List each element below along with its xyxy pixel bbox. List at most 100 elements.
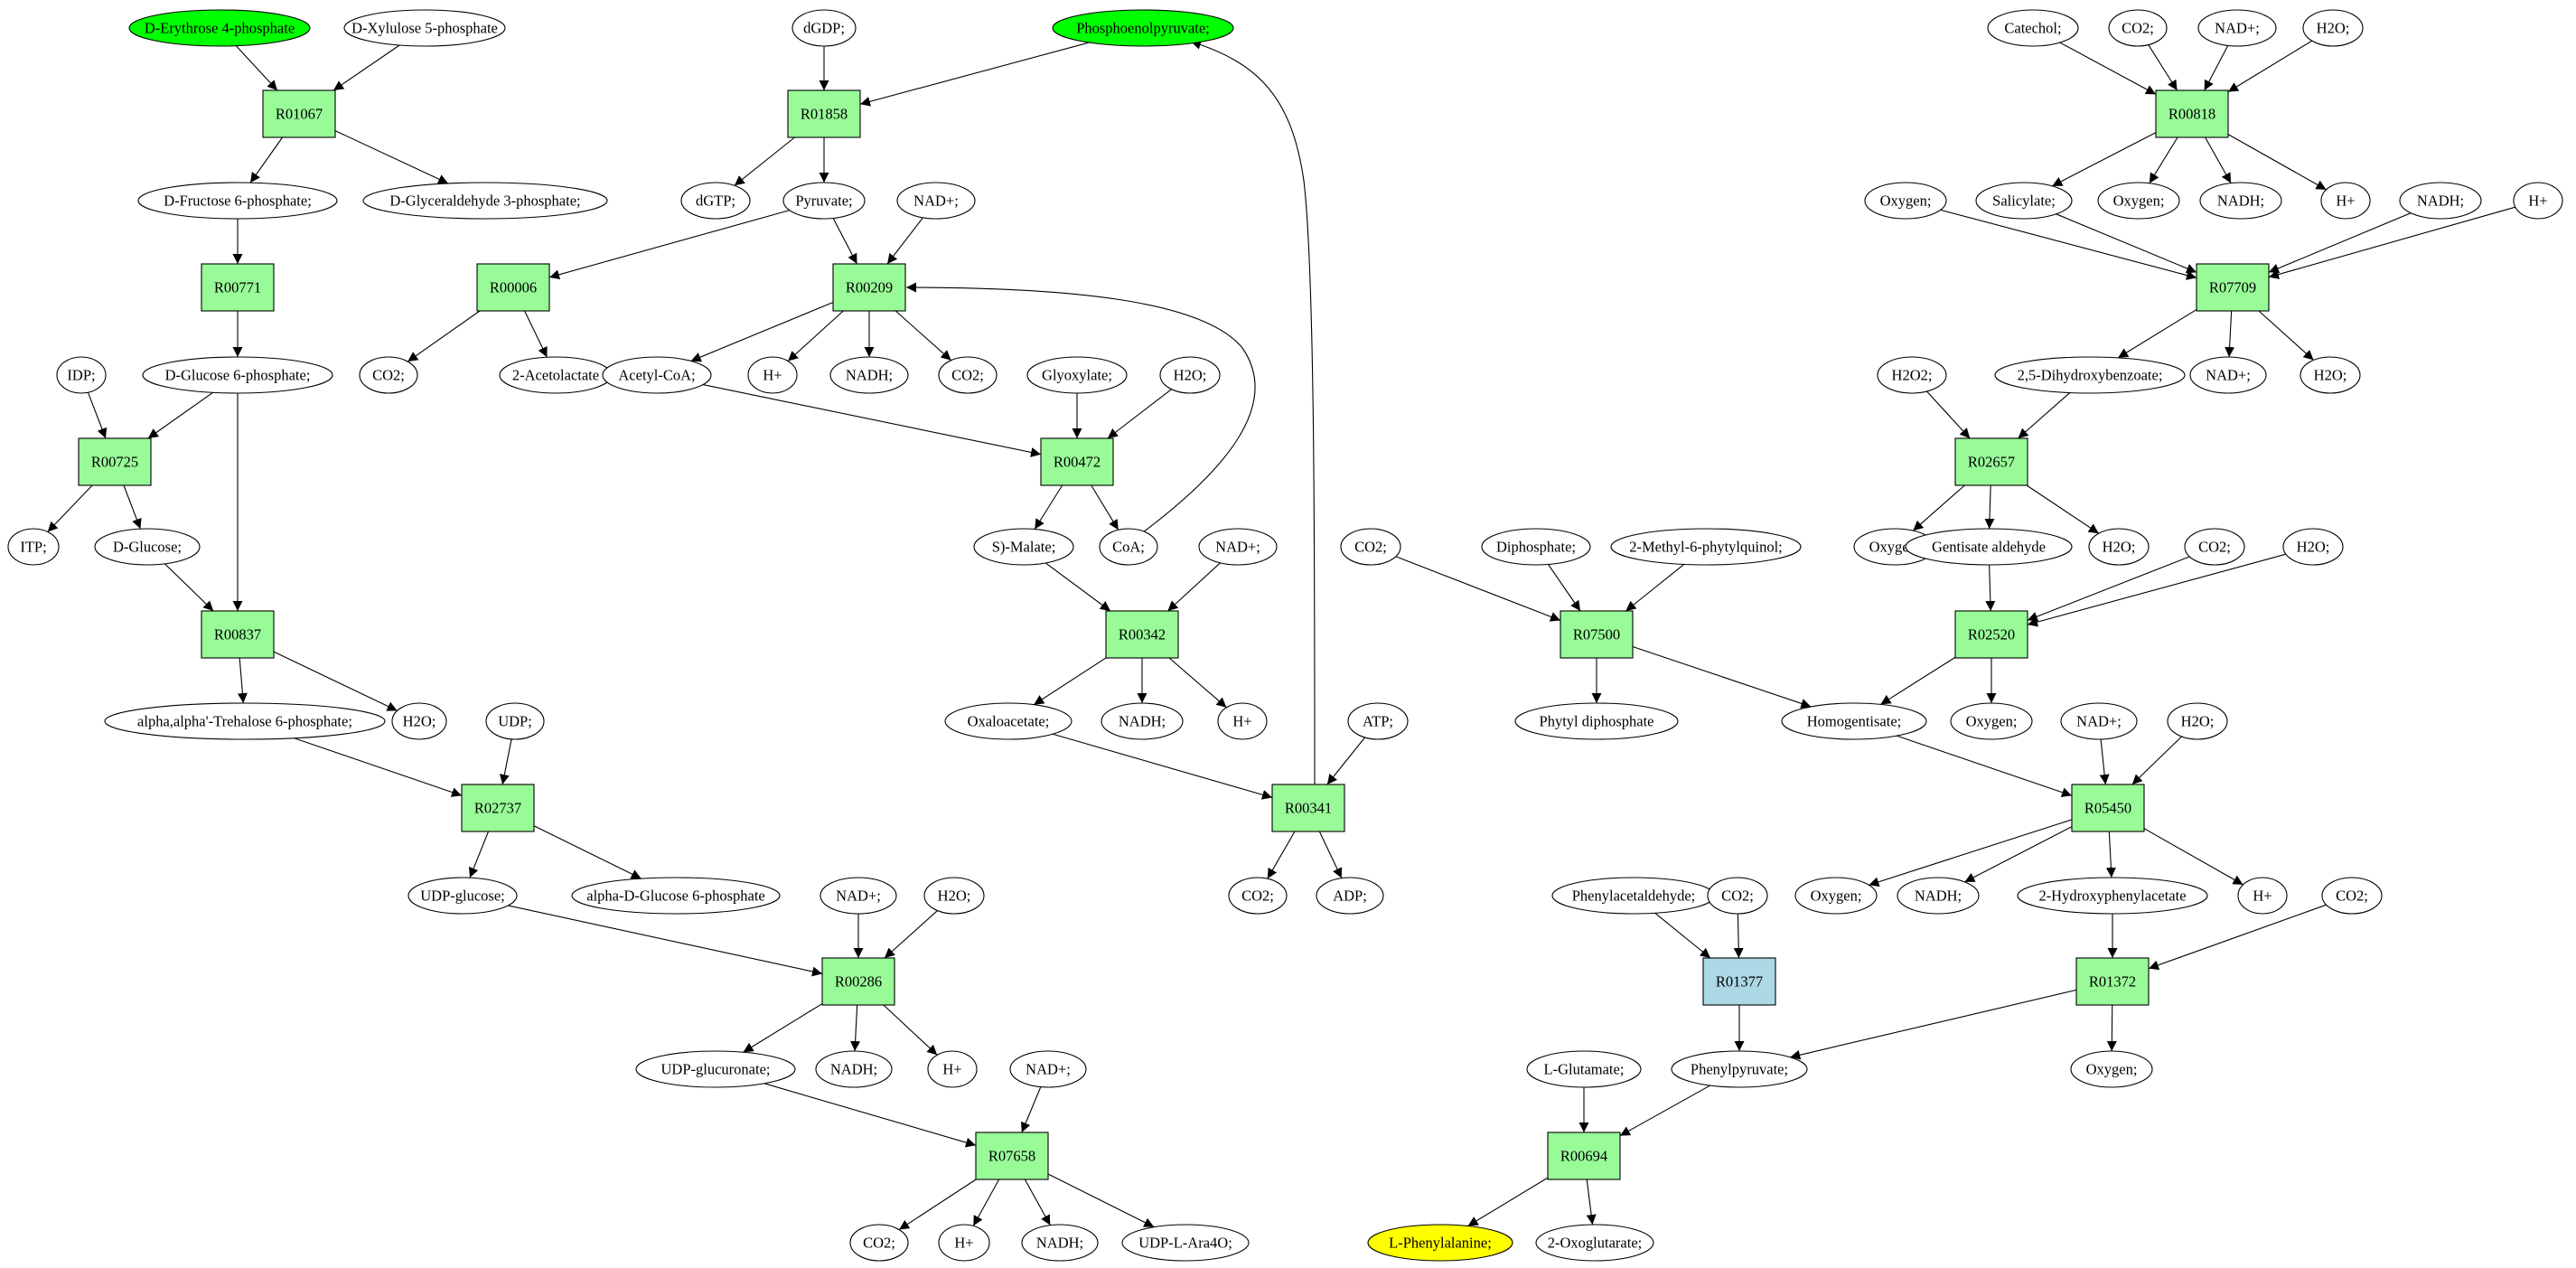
edge-m58-r16 — [2018, 392, 2071, 439]
metabolite-label: Acetyl-CoA; — [618, 367, 695, 384]
edge-m66-r18 — [1395, 556, 1561, 622]
metabolite-node: Oxygen; — [1864, 182, 1947, 220]
metabolite-label: H+ — [1232, 713, 1251, 730]
reaction-box — [787, 89, 861, 138]
edge-m31-r11 — [702, 383, 1042, 457]
metabolite-label: dGDP; — [803, 20, 845, 37]
metabolite-label: Phenylpyruvate; — [1691, 1061, 1788, 1078]
reaction-box — [1702, 957, 1776, 1006]
metabolite-node: H2O; — [1159, 356, 1221, 394]
metabolite-node: NAD+; — [2189, 356, 2267, 394]
edge-r20-m81 — [1790, 989, 2077, 1060]
metabolite-label: IDP; — [67, 367, 95, 384]
edge-m5-r3 — [147, 391, 213, 439]
metabolite-node: Oxygen; — [1950, 702, 2033, 740]
edge-r4-m9 — [237, 657, 248, 704]
edge-m78-r20 — [2148, 904, 2327, 971]
reaction-label: R05450 — [2084, 800, 2131, 817]
metabolite-label: Oxygen; — [2086, 1061, 2138, 1078]
reaction-node: R00725 — [78, 437, 152, 486]
metabolite-label: Phenylacetaldehyde; — [1572, 888, 1696, 905]
edge-m56-r15 — [2268, 206, 2515, 279]
metabolite-node: ITP; — [7, 528, 60, 566]
reaction-node: R01067 — [262, 89, 336, 138]
reaction-box — [201, 610, 275, 659]
reaction-node: R00472 — [1040, 437, 1114, 486]
metabolite-ellipse — [1671, 1050, 1808, 1088]
metabolite-label: H2O; — [2181, 713, 2215, 730]
metabolite-ellipse — [2320, 182, 2371, 220]
reaction-box — [1040, 437, 1114, 486]
metabolite-label: dGTP; — [696, 193, 735, 210]
metabolite-label: Oxygen; — [1966, 713, 2018, 730]
edge-r16-m61 — [1912, 484, 1965, 531]
reaction-node: R00837 — [201, 610, 275, 659]
reaction-node: R00771 — [201, 263, 275, 312]
metabolite-node: NADH; — [2199, 182, 2282, 220]
edge-m46-r14 — [2059, 42, 2157, 95]
reaction-box — [2075, 957, 2150, 1006]
edge-m16-r7 — [763, 1083, 977, 1148]
metabolite-node: H+ — [2320, 182, 2371, 220]
metabolite-label: CO2; — [2336, 888, 2368, 905]
edge-m15-r6 — [884, 910, 938, 959]
metabolite-ellipse — [2399, 182, 2482, 220]
metabolite-label: L-Glutamate; — [1544, 1061, 1625, 1078]
reaction-label: R00837 — [214, 626, 261, 643]
metabolite-node: 2-Hydroxyphenylacetate — [2017, 877, 2208, 915]
metabolite-node: alpha-D-Glucose 6-phosphate — [571, 877, 781, 915]
edge-m81-r22 — [1619, 1085, 1710, 1137]
edge-m79-r21 — [1654, 912, 1711, 959]
metabolite-label: H+ — [2253, 888, 2272, 905]
metabolite-node: Homogentisate; — [1781, 702, 1927, 740]
edge-r9-m29 — [407, 310, 481, 362]
metabolite-label: ITP; — [20, 539, 46, 556]
metabolite-ellipse — [2282, 528, 2344, 566]
metabolite-label: H2O; — [938, 888, 971, 905]
metabolite-label: H+ — [942, 1061, 961, 1078]
edge-m65-r17 — [2027, 553, 2287, 627]
reaction-node: R00006 — [476, 263, 550, 312]
metabolite-label: Glyoxylate; — [1042, 367, 1112, 384]
metabolite-node: UDP; — [485, 702, 545, 740]
edge-r13-m44 — [1267, 831, 1296, 879]
reaction-box — [476, 263, 550, 312]
metabolite-label: UDP; — [498, 713, 532, 730]
metabolite-node: ADP; — [1316, 877, 1384, 915]
reaction-label: R02737 — [474, 800, 521, 817]
metabolite-ellipse — [927, 1050, 978, 1088]
metabolite-node: H+ — [747, 356, 798, 394]
metabolite-ellipse — [571, 877, 781, 915]
metabolite-ellipse — [1121, 1224, 1250, 1262]
metabolite-label: 2,5-Dihydroxybenzoate; — [2018, 367, 2163, 384]
metabolite-ellipse — [896, 182, 976, 220]
edge-r13-m25 — [1190, 40, 1316, 785]
metabolite-label: Pyruvate; — [795, 193, 852, 210]
metabolite-label: NAD+; — [1026, 1061, 1071, 1078]
metabolite-ellipse — [343, 9, 506, 47]
metabolite-ellipse — [1994, 356, 2186, 394]
reaction-node: R01372 — [2075, 957, 2150, 1006]
metabolite-node: CO2; — [359, 356, 418, 394]
edge-r16-m62 — [1984, 484, 1995, 530]
edge-r1-m4 — [334, 130, 449, 184]
reaction-box — [821, 957, 895, 1006]
metabolite-ellipse — [2189, 356, 2267, 394]
edge-m36-r11 — [1107, 389, 1172, 439]
metabolite-ellipse — [2237, 877, 2288, 915]
metabolite-label: Gentisate aldehyde — [1932, 539, 2046, 556]
metabolite-node: NAD+; — [896, 182, 976, 220]
metabolite-label: Oxygen; — [1880, 193, 1932, 210]
metabolite-label: 2-Hydroxyphenylacetate — [2038, 888, 2186, 905]
edge-r6-m17 — [850, 1004, 861, 1052]
metabolite-node: CO2; — [849, 1224, 909, 1262]
metabolite-ellipse — [1026, 356, 1128, 394]
metabolite-label: D-Xylulose 5-phosphate — [351, 20, 498, 37]
metabolite-node: NADH; — [1021, 1224, 1099, 1262]
reaction-node: R05450 — [2071, 784, 2145, 832]
edge-m38-r10 — [905, 282, 1256, 533]
metabolite-ellipse — [2088, 528, 2150, 566]
edge-r12-m42 — [1168, 657, 1227, 709]
metabolite-node: CoA; — [1099, 528, 1158, 566]
